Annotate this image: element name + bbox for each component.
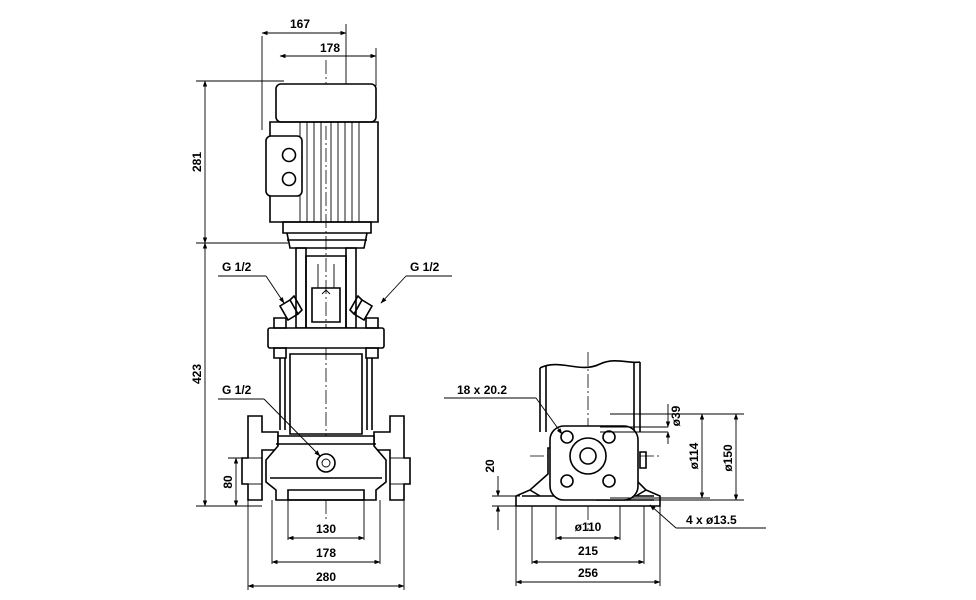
dim-bolt-circle-label: ø114 xyxy=(687,442,701,469)
port-callouts: G 1/2 G 1/2 G 1/2 xyxy=(218,260,452,457)
dim-base-outer-label: 280 xyxy=(316,570,336,584)
dim-pump-height-label: 423 xyxy=(190,364,204,384)
dim-foot-height-label: 20 xyxy=(483,459,497,473)
dim-motor-height-label: 281 xyxy=(190,152,204,172)
front-view: 167 178 281 423 80 xyxy=(190,17,452,590)
dim-flange-horizontal: ø110 215 256 xyxy=(515,506,661,586)
flange-disk xyxy=(550,426,638,500)
dim-flange-vertical: ø39 ø114 ø150 xyxy=(600,404,744,501)
pump-head xyxy=(268,318,384,358)
dim-motor-width: 167 xyxy=(261,17,347,130)
dim-flange-base-outer-label: 256 xyxy=(578,566,598,580)
flange-view: ø39 ø114 ø150 18 x 20.2 20 4 x ø13.5 xyxy=(444,352,766,586)
dim-base-dia-label: ø110 xyxy=(575,520,602,534)
port-top-right-label: G 1/2 xyxy=(410,260,440,274)
dim-inlet-height-label: 80 xyxy=(221,475,235,489)
pump-sleeve xyxy=(280,354,372,434)
dim-base-mid-label: 178 xyxy=(316,546,336,560)
dim-vertical-front: 281 423 80 xyxy=(190,80,288,507)
dim-bore-label: ø39 xyxy=(669,405,683,426)
callout-bolt-holes: 4 x ø13.5 xyxy=(649,504,766,528)
dim-motor-width-outer-label: 178 xyxy=(320,41,340,55)
callout-flange-size: 18 x 20.2 xyxy=(444,383,563,435)
dim-flange-size-label: 18 x 20.2 xyxy=(457,383,507,397)
dim-motor-width-outer: 178 xyxy=(279,41,377,86)
dim-bolt-holes-label: 4 x ø13.5 xyxy=(686,513,737,527)
dim-motor-width-label: 167 xyxy=(290,17,310,31)
dim-foot-height: 20 xyxy=(483,459,520,530)
motor xyxy=(266,84,378,248)
dim-base-inner-label: 130 xyxy=(316,522,336,536)
dim-flange-base-mid-label: 215 xyxy=(578,544,598,558)
pump-base xyxy=(242,416,410,500)
sleeve-section xyxy=(540,361,640,432)
dim-horizontal-front: 130 178 280 xyxy=(247,500,405,590)
dim-flange-outer-label: ø150 xyxy=(721,444,735,472)
port-bottom-label: G 1/2 xyxy=(222,383,252,397)
port-top-left-label: G 1/2 xyxy=(222,260,252,274)
